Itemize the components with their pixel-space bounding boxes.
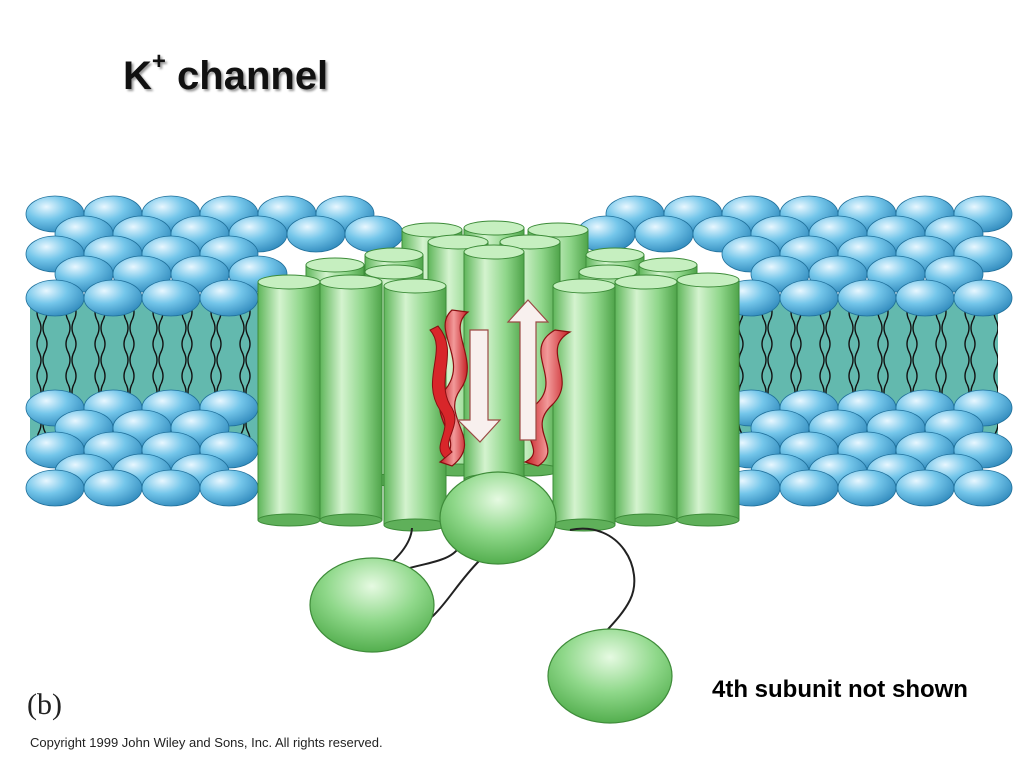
lipid-head (199, 469, 259, 507)
cytoplasmic-domains (309, 471, 673, 724)
lipid-head (895, 469, 955, 507)
slide-title: K+ channel (123, 48, 329, 99)
lipid-bilayer (25, 195, 1013, 507)
helix-cylinder (676, 272, 740, 527)
lipid-head (141, 469, 201, 507)
helix-cylinder (383, 278, 447, 532)
lipid-head (25, 279, 85, 317)
lipid-head (953, 469, 1013, 507)
domain-ball-right (547, 628, 673, 724)
lipid-head (634, 215, 694, 253)
title-superscript: + (151, 48, 166, 75)
lipid-head (83, 279, 143, 317)
domain-ball-center (439, 471, 557, 565)
panel-label: (b) (27, 688, 62, 721)
tether-3 (569, 527, 636, 641)
title-main: K (123, 54, 152, 98)
helix-cylinder (614, 274, 678, 527)
subunit-note: 4th subunit not shown (712, 676, 968, 703)
lipid-head (779, 279, 839, 317)
lipid-head (83, 469, 143, 507)
helix-cylinder (257, 274, 321, 527)
lipid-head (199, 279, 259, 317)
down-arrow (456, 329, 502, 443)
lipid-head (837, 279, 897, 317)
lipid-head (953, 279, 1013, 317)
domain-ball-left (309, 557, 435, 653)
up-arrow (506, 299, 550, 441)
lipid-head (141, 279, 201, 317)
lipid-head (344, 215, 404, 253)
lipid-head (779, 469, 839, 507)
pore-helix-left-back (429, 325, 456, 459)
lipid-head (895, 279, 955, 317)
helix-cylinder (319, 274, 383, 527)
lipid-head (25, 469, 85, 507)
title-rest: channel (165, 54, 329, 98)
lipid-head (837, 469, 897, 507)
copyright-notice: Copyright 1999 John Wiley and Sons, Inc.… (30, 735, 383, 750)
helix-cylinder (552, 278, 616, 532)
lipid-heads (25, 195, 1013, 507)
lipid-head (286, 215, 346, 253)
pore-helices (429, 299, 572, 467)
